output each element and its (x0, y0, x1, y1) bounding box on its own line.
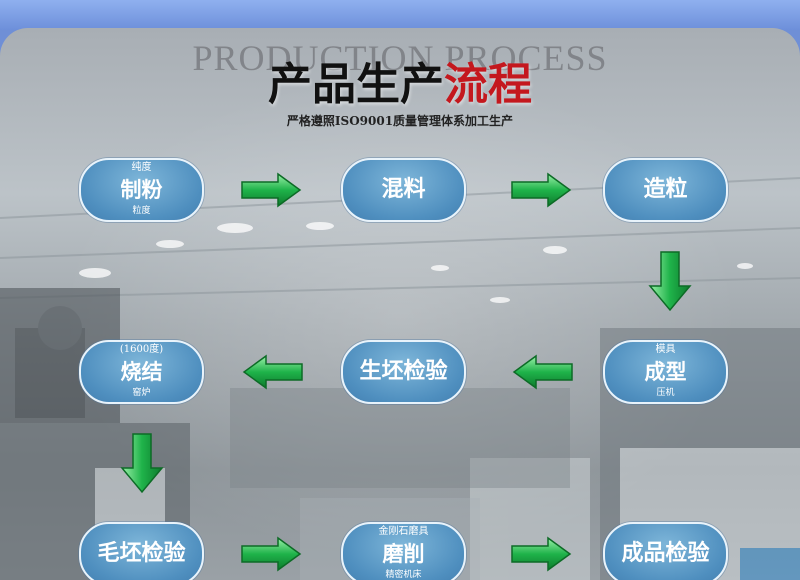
step-green-inspection: 生坯检验 (341, 340, 466, 404)
step-granulation-label: 造粒 (643, 176, 688, 202)
step-sintering-label: 烧结 (120, 359, 163, 384)
arrow-right-icon (511, 172, 572, 208)
page-subtitle: 严格遵照ISO9001质量管理体系加工生产 (286, 114, 514, 128)
step-forming-top: 模具 (655, 344, 676, 355)
arrow-left-icon (512, 354, 573, 390)
background-title: PRODUCTION PROCESS (192, 38, 608, 78)
arrow-down-icon (120, 433, 164, 494)
step-mixing-label: 混料 (381, 176, 426, 202)
process-panel: PRODUCTION PROCESS 产品生产流程 严格遵照ISO9001质量管… (0, 28, 800, 580)
step-forming-bottom: 压机 (656, 388, 675, 398)
arrow-right-icon (241, 172, 302, 208)
step-blank-inspection: 毛坯检验 (79, 522, 204, 580)
arrow-left-icon (242, 354, 303, 390)
step-powder-bottom: 粒度 (132, 206, 151, 216)
step-sintering-top: (1600度) (119, 344, 164, 355)
page-title: 产品生产流程 (0, 48, 800, 112)
step-final-inspection-label: 成品检验 (621, 540, 710, 566)
arrow-down-icon (648, 251, 692, 312)
step-granulation: 造粒 (603, 158, 728, 222)
title-part1: 产品生产 (268, 59, 444, 110)
step-green-inspection-label: 生坯检验 (359, 358, 448, 384)
step-powder-top: 纯度 (131, 162, 152, 173)
step-blank-inspection-label: 毛坯检验 (97, 540, 186, 566)
top-bar (0, 0, 800, 30)
step-grinding-label: 磨削 (382, 541, 425, 566)
arrow-right-icon (241, 536, 302, 572)
title-part2: 流程 (444, 59, 532, 110)
step-mixing: 混料 (341, 158, 466, 222)
step-grinding-top: 金刚石磨具 (378, 526, 429, 537)
step-grinding-bottom: 精密机床 (385, 570, 422, 580)
step-powder-label: 制粉 (120, 177, 163, 202)
step-powder: 纯度 制粉 粒度 (79, 158, 204, 222)
step-forming-label: 成型 (644, 359, 687, 384)
step-sintering: (1600度) 烧结 窑炉 (79, 340, 204, 404)
step-grinding: 金刚石磨具 磨削 精密机床 (341, 522, 466, 580)
arrow-right-icon (511, 536, 572, 572)
step-sintering-bottom: 窑炉 (132, 388, 151, 398)
step-final-inspection: 成品检验 (603, 522, 728, 580)
step-forming: 模具 成型 压机 (603, 340, 728, 404)
